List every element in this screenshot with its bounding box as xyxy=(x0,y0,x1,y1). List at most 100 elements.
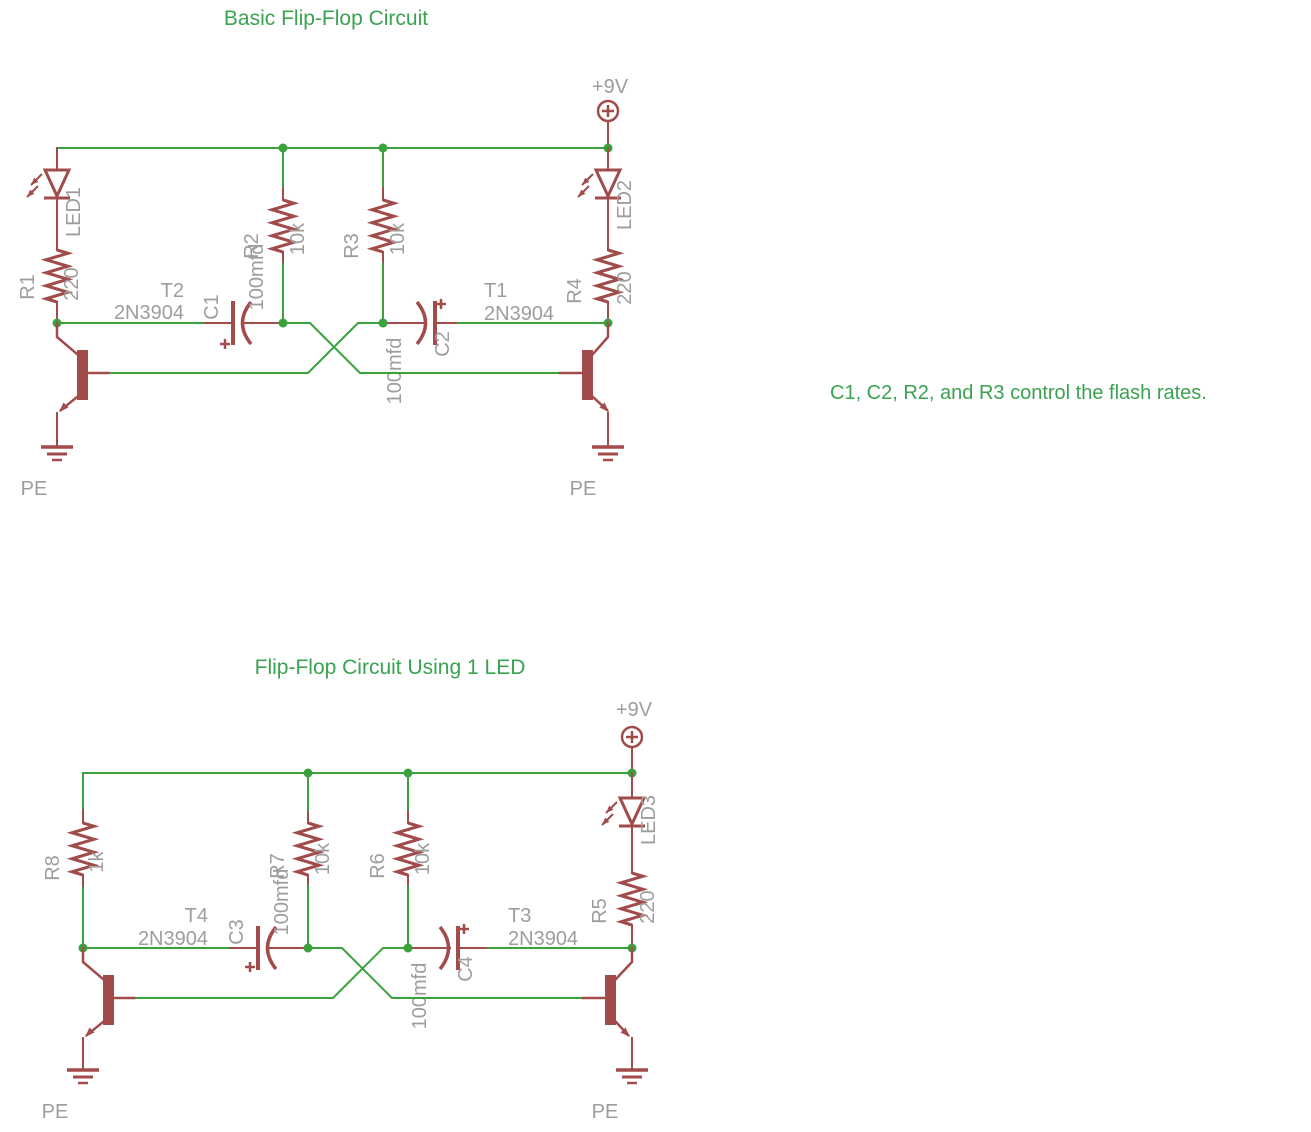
t2-part-label: 2N3904 xyxy=(114,302,184,324)
transistor-t1: T1 2N3904 xyxy=(484,280,610,448)
r5-value-label: 220 xyxy=(637,890,659,923)
cross-wire-left-to-right xyxy=(307,947,584,999)
c3-name-label: C3 xyxy=(226,919,248,945)
supply-label-bottom: +9V xyxy=(616,699,653,721)
r2-name-label: R2 xyxy=(241,233,263,259)
r5-name-label: R5 xyxy=(589,898,611,924)
c4-polarity-plus-icon xyxy=(459,924,469,934)
t2-base-bar xyxy=(77,350,88,400)
supply-label-top: +9V xyxy=(592,76,629,98)
r1-value-label: 220 xyxy=(61,267,83,300)
resistor-r8 xyxy=(66,821,100,877)
supply-symbol-top: +9V xyxy=(592,76,629,149)
cross-wire-right-to-left xyxy=(133,947,409,999)
supply-plus-icon xyxy=(602,105,614,117)
t4-base-bar xyxy=(103,975,114,1025)
led1-branch: LED1 R1 220 xyxy=(17,147,85,324)
transistor-t3: T3 2N3904 xyxy=(508,905,634,1071)
t2-emitter-arrow-icon xyxy=(59,402,69,412)
c1-value-label: 100mfd xyxy=(246,244,268,311)
led-light-arrow-icon xyxy=(602,817,610,825)
led-light-arrow-icon xyxy=(606,805,614,813)
ground-symbol-bottom-left xyxy=(67,1068,99,1085)
junction-dot xyxy=(303,943,313,953)
c3-value-label: 100mfd xyxy=(271,869,293,936)
led2-label: LED2 xyxy=(614,180,636,230)
r6-name-label: R6 xyxy=(367,853,389,879)
capacitor-c1: C1 100mfd xyxy=(56,244,284,349)
c1-polarity-plus-icon xyxy=(220,339,230,349)
led-light-arrow-icon xyxy=(578,189,586,197)
r1-name-label: R1 xyxy=(17,274,39,300)
r8-branch: R8 1k xyxy=(42,772,108,949)
resistor-r2 xyxy=(266,198,300,254)
top-circuit: Basic Flip-Flop Circuit +9V LED1 xyxy=(17,7,636,500)
t4-part-label: 2N3904 xyxy=(138,928,208,950)
resistor-r1 xyxy=(40,248,74,304)
t1-part-label: 2N3904 xyxy=(484,303,554,325)
ground-symbol-top-right xyxy=(592,445,624,462)
t1-base-bar xyxy=(582,350,593,400)
r4-value-label: 220 xyxy=(614,271,636,304)
r2-branch: R2 10k xyxy=(241,147,309,324)
r4-name-label: R4 xyxy=(564,278,586,304)
led3-branch: LED3 R5 220 xyxy=(589,772,660,949)
r6-branch: R6 10k xyxy=(367,772,434,949)
r3-value-label: 10k xyxy=(387,222,409,255)
led-light-arrow-icon xyxy=(31,177,39,185)
bottom-circuit-title: Flip-Flop Circuit Using 1 LED xyxy=(255,656,526,679)
c4-name-label: C4 xyxy=(455,956,477,982)
supply-symbol-bottom: +9V xyxy=(616,699,653,774)
led-light-arrow-icon xyxy=(582,177,590,185)
ground-symbol-top-left xyxy=(41,445,73,462)
t2-collector-lead xyxy=(55,321,79,356)
r8-name-label: R8 xyxy=(42,855,64,881)
t1-emitter-arrow-icon xyxy=(599,402,609,412)
resistor-r5 xyxy=(615,871,649,927)
t3-emitter-arrow-icon xyxy=(620,1027,630,1037)
pe-label-bottom-left: PE xyxy=(42,1101,69,1123)
capacitor-c2: C2 100mfd xyxy=(382,299,609,405)
annotation-text: C1, C2, R2, and R3 control the flash rat… xyxy=(830,382,1207,404)
transistor-t4: T4 2N3904 xyxy=(81,905,208,1071)
c1-name-label: C1 xyxy=(201,294,223,320)
resistor-r3 xyxy=(366,198,400,254)
transistor-t2: T2 2N3904 xyxy=(55,280,184,448)
c4-value-label: 100mfd xyxy=(409,963,431,1030)
r7-name-label: R7 xyxy=(267,853,289,879)
t1-collector-lead xyxy=(591,321,610,356)
r3-name-label: R3 xyxy=(341,233,363,259)
c4-curved-plate xyxy=(438,925,451,971)
bottom-circuit: Flip-Flop Circuit Using 1 LED +9V R8 1k xyxy=(42,656,660,1123)
ground-symbol-bottom-right xyxy=(616,1068,648,1085)
junction-dot xyxy=(403,943,413,953)
led3-label: LED3 xyxy=(638,795,660,845)
r8-value-label: 1k xyxy=(86,850,108,872)
top-circuit-title: Basic Flip-Flop Circuit xyxy=(224,7,428,30)
c2-polarity-plus-icon xyxy=(436,299,446,309)
r7-value-label: 10k xyxy=(312,842,334,875)
c3-polarity-plus-icon xyxy=(245,962,255,972)
cross-wire-right-to-left xyxy=(107,322,384,374)
t3-collector-lead xyxy=(614,946,634,981)
cross-wire-left-to-right xyxy=(282,322,561,374)
led1-symbol xyxy=(26,168,72,200)
t1-name-label: T1 xyxy=(484,280,507,302)
r3-branch: R3 10k xyxy=(341,147,409,324)
resistor-r4 xyxy=(591,248,625,304)
junction-dot xyxy=(278,318,288,328)
supply-plus-icon xyxy=(626,731,638,743)
r7-branch: R7 10k xyxy=(267,772,334,949)
pe-label-top-right: PE xyxy=(570,478,597,500)
capacitor-c3: C3 100mfd xyxy=(82,869,309,972)
t4-collector-lead xyxy=(81,946,105,981)
led3-symbol xyxy=(601,796,647,828)
t4-name-label: T4 xyxy=(185,905,208,927)
t3-part-label: 2N3904 xyxy=(508,928,578,950)
t4-emitter-arrow-icon xyxy=(85,1027,95,1037)
c2-curved-plate xyxy=(415,300,428,346)
c2-value-label: 100mfd xyxy=(384,338,406,405)
t3-name-label: T3 xyxy=(508,905,531,927)
